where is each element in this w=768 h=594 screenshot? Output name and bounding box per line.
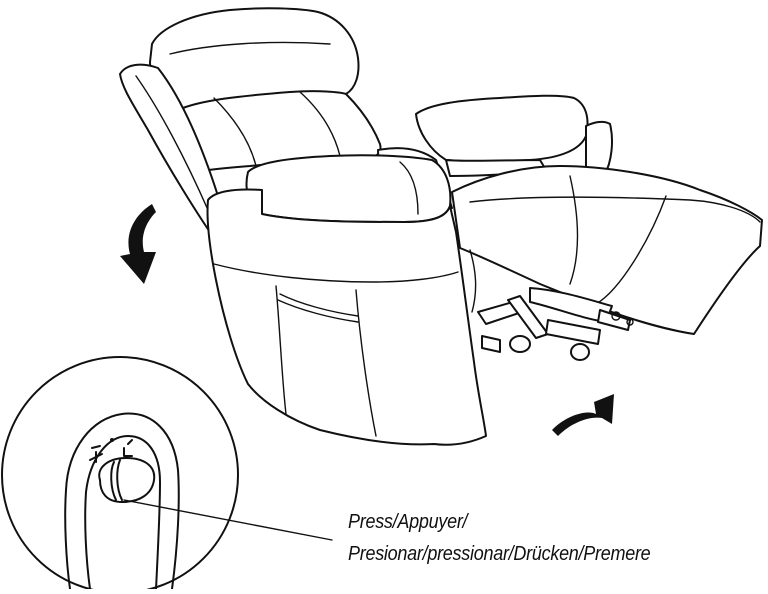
right-armrest-top xyxy=(415,94,589,163)
armrest-detail-outline xyxy=(64,412,180,590)
curved-arrow-recline-icon xyxy=(120,204,156,284)
button-detail-callout xyxy=(1,356,333,594)
recliner-chair xyxy=(119,7,763,446)
curved-arrow-raise-icon xyxy=(552,394,614,436)
recline-button xyxy=(98,457,156,503)
recline-person-icon xyxy=(89,445,103,463)
left-armrest-top xyxy=(245,154,452,223)
leader-line xyxy=(123,499,333,541)
left-arm-panel xyxy=(206,188,487,446)
instruction-caption-line-1: Press/Appuyer/ xyxy=(348,511,468,533)
upright-person-icon xyxy=(123,439,133,457)
recline-mechanism xyxy=(469,249,634,361)
instruction-caption-line-2: Presionar/pressionar/Drücken/Premere xyxy=(348,543,651,565)
